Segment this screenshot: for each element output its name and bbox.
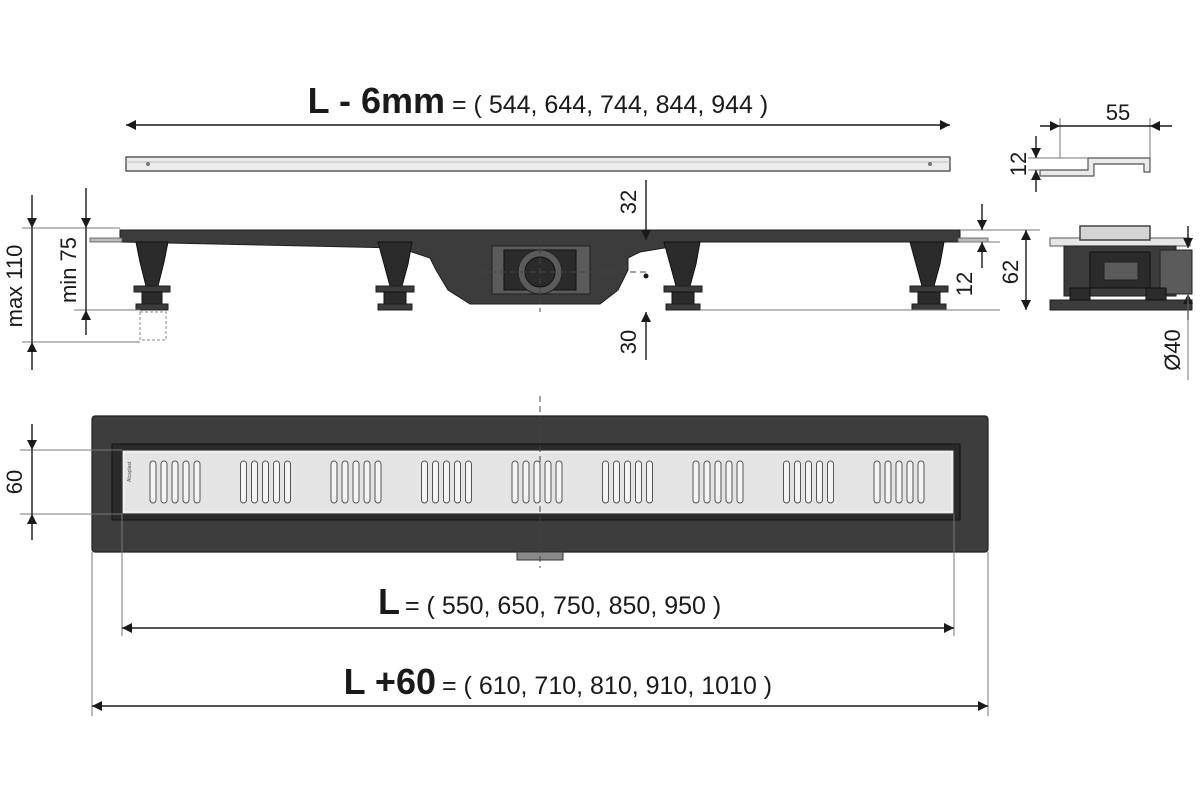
grate-slot — [330, 460, 338, 504]
leveling-foot — [663, 241, 703, 311]
grate-slot — [646, 460, 653, 504]
grate-slot — [602, 460, 609, 504]
total-height-label: 62 — [998, 260, 1023, 284]
grate-slot — [533, 460, 541, 504]
grate-slot — [827, 460, 834, 504]
profile-height-label: 12 — [1006, 152, 1031, 176]
grate-slot — [443, 460, 450, 504]
grate-width-label: 60 — [2, 470, 27, 494]
grate-slot — [703, 460, 711, 504]
length-symbol: L — [378, 581, 400, 622]
grate-slot — [692, 460, 700, 504]
grate-slot — [544, 460, 552, 504]
length-dimension: L = ( 550, 650, 750, 850, 950 ) — [121, 514, 955, 636]
grate-slot — [895, 460, 903, 504]
plan-view-drain: Alcaplast — [91, 396, 989, 568]
top-profile-dimension: L - 6mm = ( 544, 644, 744, 844, 944 ) — [126, 80, 950, 130]
grate-slot — [906, 460, 914, 504]
grate-slot — [465, 460, 472, 504]
grate-slots — [149, 460, 925, 504]
top-profile-values: = ( 544, 644, 744, 844, 944 ) — [452, 91, 768, 119]
grate-slot — [262, 460, 269, 504]
drain-cross-section: Ø40 — [1049, 225, 1193, 380]
plan-view-dimensions: 60 — [2, 424, 122, 540]
profile-width-label: 55 — [1106, 100, 1130, 125]
grate-slot — [454, 460, 461, 504]
leveling-foot — [375, 241, 415, 311]
grate-slot — [613, 460, 620, 504]
side-view-drain — [89, 229, 989, 341]
grate-slot — [240, 460, 247, 504]
grate-slot — [805, 460, 812, 504]
profile-section: 55 12 — [1006, 100, 1172, 192]
grate-slot — [160, 460, 168, 504]
grate-slot — [352, 460, 360, 504]
grate-slot — [917, 460, 925, 504]
grate-slot — [714, 460, 722, 504]
leveling-foot — [133, 241, 171, 311]
leveling-foot — [909, 241, 949, 311]
grate-slot — [374, 460, 382, 504]
brand-mark: Alcaplast — [127, 461, 133, 482]
max-height-label: max 110 — [2, 245, 27, 328]
grate-slot — [171, 460, 179, 504]
grate-slot — [873, 460, 881, 504]
top-profile-symbol: L - 6mm — [308, 80, 445, 121]
min-height-label: min 75 — [56, 237, 81, 303]
length-values: = ( 550, 650, 750, 850, 950 ) — [405, 592, 721, 620]
grate-slot — [284, 460, 291, 504]
grate-slot — [432, 460, 439, 504]
grate-slot — [794, 460, 801, 504]
grate-slot — [816, 460, 823, 504]
side-view-dimensions: max 110 min 75 32 30 12 62 — [2, 180, 1040, 370]
top-offset-label: 32 — [616, 190, 641, 214]
overall-length-dimension: L +60 = ( 610, 710, 810, 910, 1010 ) — [91, 552, 989, 716]
top-profile-strip — [125, 156, 951, 172]
bottom-offset-label: 30 — [616, 330, 641, 354]
grate-slot — [884, 460, 892, 504]
grate-slot — [725, 460, 733, 504]
overall-length-symbol: L +60 — [344, 661, 436, 702]
grate-slot — [193, 460, 201, 504]
grate-slot — [182, 460, 190, 504]
grate-slot — [624, 460, 631, 504]
grate-slot — [363, 460, 371, 504]
grate-slot — [251, 460, 258, 504]
flange-height-label: 12 — [952, 272, 977, 296]
grate-slot — [421, 460, 428, 504]
grate-slot — [635, 460, 642, 504]
grate-slot — [149, 460, 157, 504]
grate-slot — [555, 460, 563, 504]
grate-slot — [511, 460, 519, 504]
grate-slot — [736, 460, 744, 504]
grate-slot — [341, 460, 349, 504]
outlet-diameter-label: Ø40 — [1160, 329, 1185, 371]
grate-slot — [522, 460, 530, 504]
grate-slot — [273, 460, 280, 504]
overall-length-values: = ( 610, 710, 810, 910, 1010 ) — [442, 672, 772, 700]
grate-slot — [783, 460, 790, 504]
